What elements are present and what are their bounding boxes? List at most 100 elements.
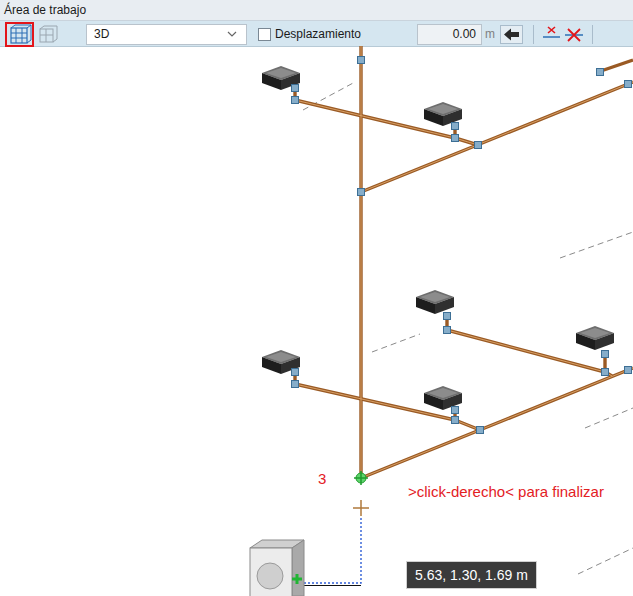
- icon-grid: [40, 26, 57, 42]
- pipe-fitting: [358, 57, 365, 64]
- left-arrow: [504, 29, 519, 41]
- pipe-fitting: [475, 142, 482, 149]
- ui-label: 3D: [94, 27, 109, 41]
- toolbar-separator: [592, 25, 593, 44]
- pipe-fitting: [602, 351, 609, 358]
- unit-front: [424, 109, 443, 126]
- marker-cross: [354, 471, 368, 485]
- unit-front: [576, 333, 595, 350]
- pipe-network: [295, 46, 633, 478]
- pipe-fitting: [452, 407, 459, 414]
- toolbar: [0, 21, 633, 47]
- pipe: [295, 384, 480, 430]
- pipe-shine: [361, 368, 633, 478]
- pipe-fitting: [292, 85, 299, 92]
- indoor-units: [262, 66, 614, 410]
- icon-x: [568, 29, 580, 41]
- title-bar: [0, 0, 633, 21]
- pipe-fitting: [625, 367, 632, 374]
- pipe-fitting: [292, 381, 299, 388]
- pipe-fitting: [444, 313, 451, 320]
- icon-x: [548, 27, 555, 33]
- reference-line: [560, 232, 633, 258]
- pipe-fitting: [625, 81, 632, 88]
- marker-cross: [292, 574, 302, 584]
- tooltip-text: 5.63, 1.30, 1.69 m: [415, 567, 528, 583]
- reference-line: [372, 334, 420, 352]
- unit-side: [292, 540, 304, 596]
- pipe: [447, 314, 612, 376]
- unit-side: [595, 333, 614, 350]
- pipe-fitting: [452, 417, 459, 424]
- pipe-shine: [361, 82, 633, 192]
- instruction-note: >click-derecho< para finalizar: [408, 482, 613, 502]
- ui-label: m: [485, 27, 495, 41]
- view-2d-icon: [40, 26, 57, 42]
- pipe-shine: [295, 100, 478, 145]
- delete-tool-icon: [565, 29, 583, 41]
- pipe-fitting: [477, 427, 484, 434]
- dropdown-chevron: [228, 32, 236, 36]
- callout-number: 3: [318, 469, 326, 489]
- pipe: [361, 82, 633, 192]
- ui-label: Desplazamiento: [275, 27, 361, 41]
- pipe-fitting: [452, 135, 459, 142]
- pipe-shine: [295, 384, 480, 430]
- outdoor-unit: [250, 540, 304, 596]
- arrow-button: [501, 26, 523, 44]
- icon-line: [543, 36, 560, 38]
- pipe: [361, 368, 633, 478]
- offset-input: 0.00: [417, 24, 482, 45]
- green-marker: [292, 574, 302, 584]
- route-preview: [300, 518, 361, 583]
- reference-line: [585, 408, 633, 428]
- indoor-unit: [576, 326, 614, 350]
- indoor-unit: [416, 290, 454, 314]
- pipe-fitting: [602, 369, 609, 376]
- pipe-fitting: [452, 123, 459, 130]
- route-line: [300, 585, 361, 586]
- unit-front: [424, 393, 443, 410]
- title-bar: Área de trabajo: [0, 0, 633, 21]
- fan-grille: [257, 563, 283, 589]
- pipe: [295, 100, 478, 145]
- title-bar-edge: [0, 20, 633, 21]
- unit-front: [250, 548, 292, 596]
- toolbar: Desplazamiento m 3D 0.00: [0, 21, 633, 47]
- toolbar-edge: [0, 46, 633, 47]
- riser-pipe: [359, 46, 362, 478]
- pipe-highlight: [295, 46, 633, 478]
- reference-line: [578, 548, 633, 574]
- icon-grid: [11, 25, 31, 43]
- pipe-fitting: [444, 327, 451, 334]
- reference-lines: [303, 82, 633, 574]
- split-tool-icon: [543, 27, 560, 37]
- pipe-fitting: [597, 69, 604, 76]
- unit-side: [435, 297, 454, 314]
- view-3d-icon: [11, 25, 31, 43]
- number-field: [418, 25, 482, 45]
- icon-frame: [11, 28, 27, 43]
- unit-front: [416, 297, 435, 314]
- unit-front: [262, 357, 281, 374]
- highlight-box: [6, 23, 33, 46]
- pipe-fitting: [358, 189, 365, 196]
- pipe-outline: [295, 46, 633, 478]
- pipe-shine: [361, 46, 362, 478]
- unit-front: [262, 73, 281, 90]
- pipe-fittings: [292, 57, 632, 434]
- view-dropdown: 3D: [86, 24, 247, 45]
- pipe-fitting: [292, 97, 299, 104]
- coordinate-tooltip: 5.63, 1.30, 1.69 m: [406, 561, 537, 589]
- cursor-cross: [353, 500, 369, 516]
- checkbox: [259, 29, 271, 41]
- pipe-fitting: [292, 369, 299, 376]
- dropdown-field: [87, 25, 247, 45]
- toolbar-separator: [533, 25, 534, 44]
- ui-label: 0.00: [453, 27, 476, 41]
- active-node-marker: [354, 471, 368, 485]
- ui-label: Área de trabajo: [4, 3, 86, 17]
